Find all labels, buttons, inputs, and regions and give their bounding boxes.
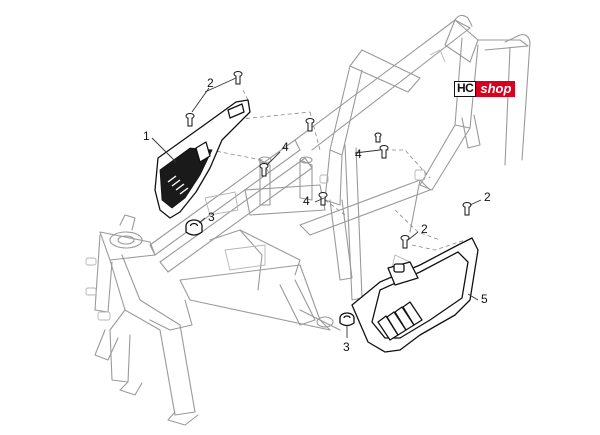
logo-shop-text: shop bbox=[476, 81, 516, 97]
grommet-left bbox=[185, 219, 203, 236]
screw-4-center bbox=[318, 192, 328, 206]
callout-2-right-lower: 2 bbox=[421, 222, 428, 236]
callout-leader-lines bbox=[151, 77, 482, 338]
callout-4-center: 4 bbox=[303, 194, 310, 208]
screw-2-right-upper bbox=[462, 202, 472, 216]
callout-4-right: 4 bbox=[355, 147, 362, 161]
callout-1: 1 bbox=[143, 129, 150, 143]
callout-3-right: 3 bbox=[343, 340, 350, 354]
callout-5: 5 bbox=[481, 292, 488, 306]
grommet-right bbox=[339, 312, 355, 327]
screw-4-right bbox=[379, 145, 389, 159]
callout-labels: 2 1 3 4 4 4 2 2 5 3 bbox=[143, 76, 491, 354]
screw-2-right-lower bbox=[400, 235, 410, 249]
callout-3-left: 3 bbox=[208, 210, 215, 224]
screw-4-top bbox=[305, 118, 315, 132]
screw-2-top bbox=[233, 71, 243, 85]
screw-4-left bbox=[259, 163, 269, 177]
left-side-panel bbox=[154, 99, 251, 219]
hc-shop-logo: HC shop bbox=[454, 81, 516, 97]
right-side-panel bbox=[351, 237, 479, 353]
callout-4-left: 4 bbox=[282, 140, 289, 154]
right-panel-vent-slots bbox=[377, 301, 423, 341]
callout-2-right-upper: 2 bbox=[484, 190, 491, 204]
motorcycle-frame bbox=[85, 14, 531, 426]
callout-2-top: 2 bbox=[207, 76, 214, 90]
screw-2-left bbox=[185, 113, 195, 127]
screw-4-mid bbox=[374, 132, 382, 143]
logo-hc-text: HC bbox=[454, 81, 477, 97]
